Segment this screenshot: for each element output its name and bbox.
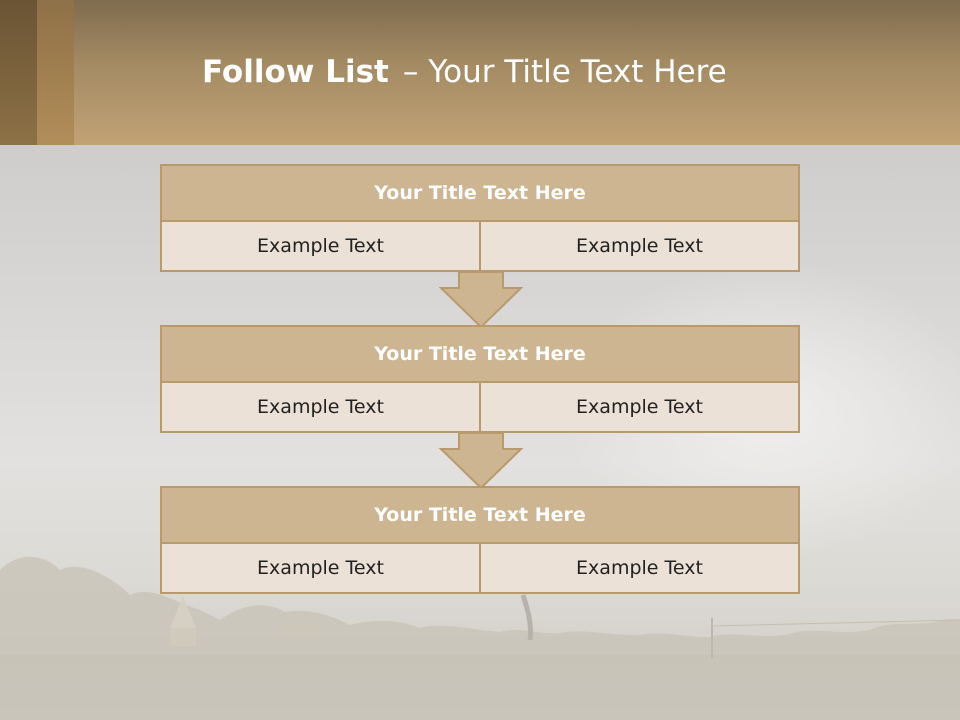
step-cell-left: Example Text — [257, 235, 384, 257]
step-box-2: Your Title Text Here Example Text Exampl… — [160, 325, 800, 433]
header-accent-dark — [0, 0, 37, 145]
step-row: Example Text Example Text — [162, 222, 798, 270]
step-row: Example Text Example Text — [162, 383, 798, 431]
step-cell-right: Example Text — [479, 222, 798, 270]
barn-shape — [285, 623, 321, 637]
church-steeple — [170, 596, 196, 628]
step-cell-right: Example Text — [479, 544, 798, 592]
church-body — [170, 628, 196, 646]
slide-title-separator: – — [402, 54, 419, 90]
step-cell-left: Example Text — [257, 557, 384, 579]
step-box-1: Your Title Text Here Example Text Exampl… — [160, 164, 800, 272]
slide-title-strong: Follow List — [202, 54, 389, 90]
tornado-funnel — [520, 594, 533, 641]
treeline-silhouette — [0, 556, 960, 720]
step-cell-left: Example Text — [257, 396, 384, 418]
slide-title: Follow List–Your Title Text Here — [202, 54, 727, 98]
step-box-3: Your Title Text Here Example Text Exampl… — [160, 486, 800, 594]
arrow-down-icon — [438, 271, 524, 329]
step-title: Your Title Text Here — [162, 327, 798, 383]
arrow-down-icon — [438, 432, 524, 490]
step-row: Example Text Example Text — [162, 544, 798, 592]
header-band: Follow List–Your Title Text Here — [0, 0, 960, 145]
step-cell-right: Example Text — [479, 383, 798, 431]
step-title: Your Title Text Here — [162, 488, 798, 544]
header-accent-light — [37, 0, 74, 145]
slide-title-rest: Your Title Text Here — [428, 54, 727, 90]
step-title: Your Title Text Here — [162, 166, 798, 222]
